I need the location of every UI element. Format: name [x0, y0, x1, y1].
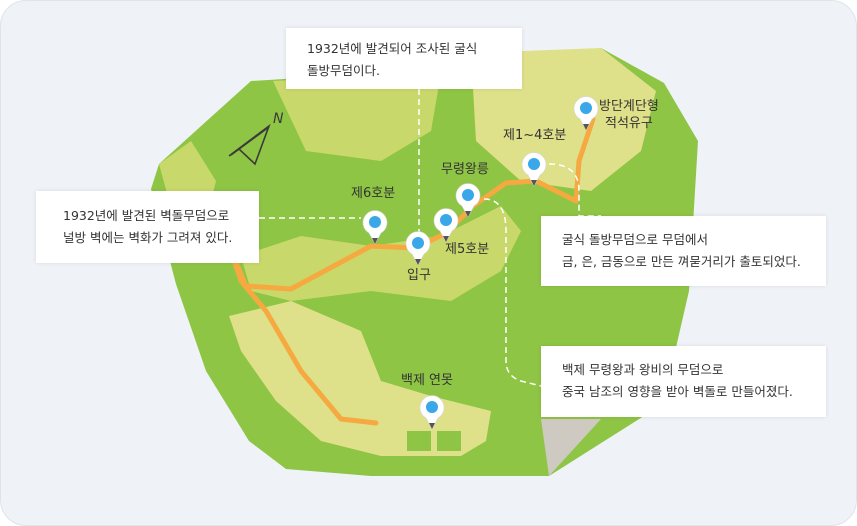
callout-right-1-line-2: 금, 은, 금동으로 만든 껴묻거리가 출토되었다. — [562, 254, 801, 269]
terrain-light-north — [273, 73, 441, 161]
grey-zone — [541, 419, 601, 476]
label-tomb-5-text: 제5호분 — [445, 242, 490, 257]
label-tombs-1-4: 제1~4호분 — [503, 127, 566, 144]
label-tier-tomb-line-2: 적석유구 — [604, 116, 653, 131]
callout-top-line-1: 1932년에 발견되어 조사된 굴식 — [307, 41, 478, 56]
callout-right-2: 백제 무령왕과 왕비의 무덤으로 중국 남조의 영향을 받아 벽돌로 만들어졌다… — [541, 346, 826, 417]
north-arrow-icon: N — [228, 111, 284, 166]
connector-right-2 — [483, 198, 542, 387]
marker-tomb-5[interactable] — [433, 204, 459, 244]
label-tombs-1-4-text: 제1~4호분 — [503, 128, 567, 143]
callout-right-1-line-1: 굴식 돌방무덤으로 무덤에서 — [562, 232, 708, 247]
label-tomb-6-text: 제6호분 — [351, 186, 396, 201]
label-tier-tomb-line-1: 방단계단형 — [599, 99, 659, 114]
label-tier-tomb: 방단계단형 적석유구 — [599, 98, 659, 132]
marker-tombs-1-4[interactable] — [521, 148, 547, 188]
pond-building-2 — [437, 431, 461, 451]
marker-entrance[interactable] — [405, 227, 431, 267]
callout-right-2-line-2: 중국 남조의 영향을 받아 벽돌로 만들어졌다. — [562, 384, 793, 399]
label-baekje-pond-text: 백제 연못 — [401, 373, 453, 388]
callout-right-1: 굴식 돌방무덤으로 무덤에서 금, 은, 금동으로 만든 껴묻거리가 출토되었다… — [541, 216, 826, 286]
marker-tier-tomb[interactable] — [573, 92, 599, 132]
label-king-muryeong-tomb-text: 무령왕릉 — [441, 162, 489, 177]
callout-right-2-line-1: 백제 무령왕과 왕비의 무덤으로 — [562, 362, 724, 377]
marker-king-muryeong-tomb[interactable] — [455, 179, 481, 219]
label-king-muryeong-tomb: 무령왕릉 — [441, 161, 489, 178]
label-tomb-6: 제6호분 — [351, 185, 395, 202]
walking-path — [228, 116, 596, 426]
callout-top: 1932년에 발견되어 조사된 굴식 돌방무덤이다. — [286, 28, 522, 89]
label-entrance-text: 입구 — [407, 268, 431, 283]
callout-left-line-1: 1932년에 발견된 벽돌무덤으로 — [63, 208, 230, 223]
compass-letter: N — [273, 111, 284, 127]
callout-top-line-2: 돌방무덤이다. — [307, 63, 380, 78]
callout-left: 1932년에 발견된 벽돌무덤으로 널방 벽에는 벽화가 그려져 있다. — [36, 191, 259, 263]
marker-tomb-6[interactable] — [362, 206, 388, 246]
marker-baekje-pond[interactable] — [419, 391, 445, 431]
pond-building-1 — [407, 431, 431, 451]
label-tomb-5: 제5호분 — [445, 241, 489, 258]
callout-left-line-2: 널방 벽에는 벽화가 그려져 있다. — [63, 230, 233, 245]
label-baekje-pond: 백제 연못 — [401, 372, 453, 389]
connector-right-1 — [548, 163, 601, 217]
label-entrance: 입구 — [407, 267, 431, 284]
